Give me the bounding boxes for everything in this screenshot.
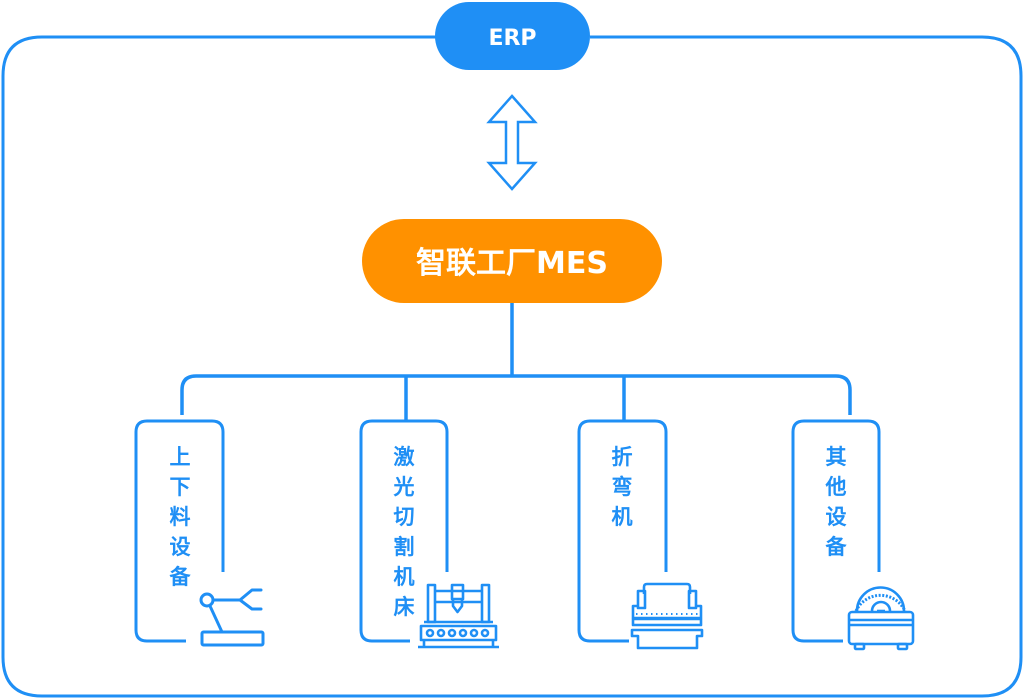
device-label-char: 设	[826, 505, 847, 529]
erp-node[interactable]: ERP	[435, 2, 590, 70]
device-label-char: 切	[394, 505, 415, 529]
device-label-char: 设	[170, 535, 191, 559]
device-card-4[interactable]: 其 他 设 备	[825, 445, 848, 559]
device-box-2	[359, 419, 449, 643]
device-card-1[interactable]: 上 下 料 设 备	[169, 445, 192, 589]
circular-saw-icon	[847, 586, 915, 651]
mes-label: 智联工厂MES	[416, 246, 608, 281]
device-label-char: 备	[169, 565, 192, 589]
device-label-char: 机	[612, 505, 633, 529]
device-label-char: 下	[170, 475, 191, 499]
device-box-1	[134, 419, 225, 643]
device-box-4	[791, 419, 881, 643]
outer-frame	[1, 35, 1023, 698]
tree-connectors	[180, 303, 852, 420]
branch-bar	[180, 374, 852, 415]
erp-label: ERP	[488, 26, 536, 51]
device-label-char: 折	[612, 445, 633, 469]
device-card-2[interactable]: 激 光 切 割 机 床	[393, 445, 415, 619]
device-label-char: 其	[826, 445, 847, 469]
device-boxes	[134, 419, 881, 643]
device-label-char: 割	[394, 535, 415, 559]
robot-arm-icon	[199, 588, 265, 647]
press-brake-icon	[630, 582, 704, 650]
device-card-3[interactable]: 折 弯 机	[612, 445, 633, 529]
device-label-char: 上	[170, 445, 191, 469]
device-label-char: 光	[393, 475, 415, 499]
laser-cutter-icon	[418, 583, 499, 649]
double-arrow-vertical-icon	[486, 94, 538, 191]
mes-node[interactable]: 智联工厂MES	[362, 219, 662, 303]
device-label-char: 机	[394, 565, 415, 589]
device-label-char: 弯	[612, 475, 633, 499]
device-label-char: 床	[394, 595, 415, 619]
device-label-char: 激	[394, 445, 415, 469]
device-label-char: 备	[825, 535, 848, 559]
device-label-char: 料	[170, 505, 191, 529]
device-label-char: 他	[825, 475, 847, 499]
device-box-3	[577, 419, 668, 643]
